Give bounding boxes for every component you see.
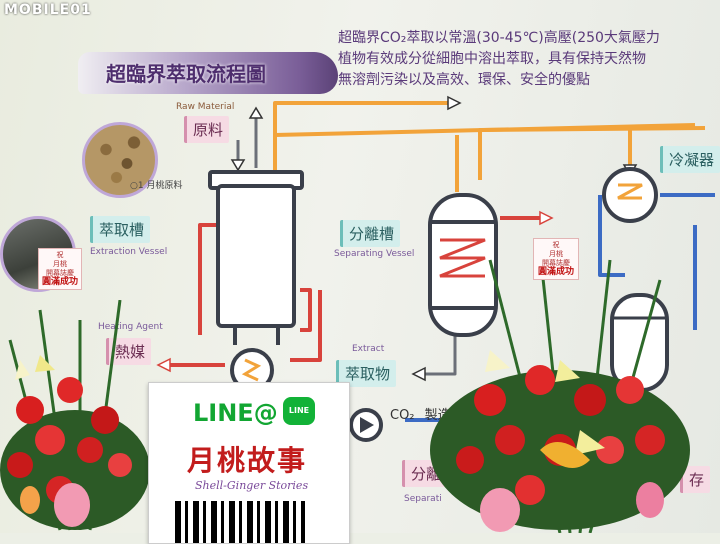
left-card-line: 圓滿成功 bbox=[41, 277, 78, 287]
watermark: MOBILE01 bbox=[4, 2, 92, 18]
extraction-vessel-shape bbox=[208, 170, 304, 345]
pipe-red-left bbox=[198, 223, 218, 335]
brand-name-en: Shell-Ginger Stories bbox=[195, 479, 309, 492]
left-card: 祝 月桃 開幕誌慶 圓滿成功 bbox=[38, 248, 82, 290]
left-card-line: 開幕誌慶 bbox=[46, 269, 74, 277]
raw-material-photo bbox=[82, 122, 158, 198]
right-card-line: 開幕誌慶 bbox=[542, 259, 570, 267]
left-card-line: 月桃 bbox=[53, 260, 67, 268]
condenser-label: 冷凝器 bbox=[660, 146, 720, 173]
raw-material-en: Raw Material bbox=[176, 102, 235, 112]
condenser-shape bbox=[602, 167, 658, 223]
left-card-line: 祝 bbox=[56, 251, 64, 259]
process-diagram bbox=[156, 95, 715, 442]
pipe-blue-1 bbox=[598, 195, 625, 277]
pipe-red-right2 bbox=[290, 290, 322, 362]
right-card-line: 祝 bbox=[552, 241, 560, 249]
photo-caption: ○1 月桃原料 bbox=[130, 181, 183, 191]
right-card-line: 月桃 bbox=[549, 250, 563, 258]
raw-material-label: 原料 bbox=[184, 116, 230, 143]
separating-vessel-label: 分離槽 bbox=[340, 220, 401, 247]
left-flower-arrangement bbox=[0, 299, 150, 533]
right-flowers-svg bbox=[430, 249, 690, 534]
extraction-vessel-label: 萃取槽 bbox=[90, 216, 151, 243]
pipe-red-right bbox=[300, 288, 312, 332]
brush-stroke bbox=[78, 52, 338, 94]
brand-name-zh: 月桃故事 bbox=[187, 444, 308, 477]
separation-en: Separati bbox=[404, 494, 442, 504]
extraction-vessel-en: Extraction Vessel bbox=[90, 247, 168, 257]
line-board: LINE@ LINE 月桃故事 Shell-Ginger Stories bbox=[148, 382, 350, 544]
line-badge-icon: LINE bbox=[283, 397, 315, 425]
extract-en: Extract bbox=[352, 344, 385, 354]
description-line: 無溶劑污染以及高效、環保、安全的優點 bbox=[338, 72, 590, 88]
title-banner: 超臨界萃取流程圖 bbox=[78, 52, 338, 94]
heating-agent-en: Heating Agent bbox=[98, 322, 163, 332]
description-line: 植物有效成分從細胞中溶出萃取，具有保持天然物 bbox=[338, 51, 646, 67]
separating-vessel-en: Separating Vessel bbox=[334, 249, 415, 259]
right-card: 祝 月桃 開幕誌慶 圓滿成功 bbox=[533, 238, 579, 280]
heating-coil bbox=[439, 238, 486, 278]
line-at-text: LINE@ bbox=[193, 399, 278, 427]
left-flowers-svg bbox=[0, 299, 150, 531]
arrow-extract bbox=[420, 335, 457, 376]
right-flower-arrangement bbox=[430, 249, 690, 534]
description-line: 超臨界CO₂萃取以常溫(30-45℃)高壓(250大氣壓力 bbox=[338, 30, 660, 46]
qr-code-icon bbox=[175, 501, 305, 543]
description-text: 超臨界CO₂萃取以常溫(30-45℃)高壓(250大氣壓力 植物有效成分從細胞中… bbox=[338, 28, 718, 91]
separating-vessel-shape bbox=[428, 193, 498, 337]
banner-title: 超臨界萃取流程圖 bbox=[106, 62, 266, 86]
right-card-line: 圓滿成功 bbox=[537, 267, 574, 277]
pipe-orange-top bbox=[273, 101, 455, 170]
co2-text: CO₂ bbox=[390, 408, 415, 423]
